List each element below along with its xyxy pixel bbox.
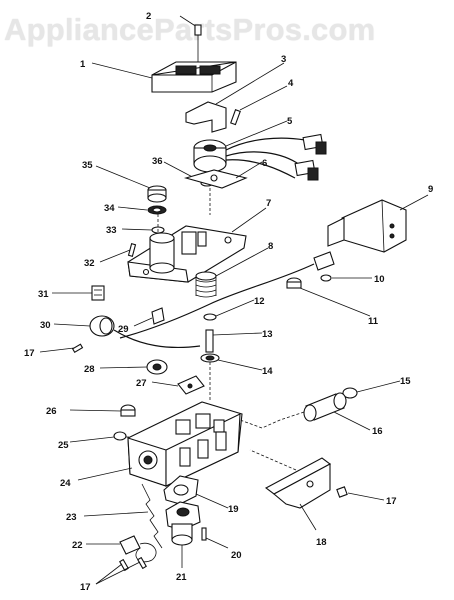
part-34-washer <box>117 205 167 215</box>
callout-17-left: 17 <box>24 348 35 359</box>
part-11-nut <box>286 277 371 317</box>
part-20-screw <box>201 527 229 549</box>
part-5-coil <box>193 120 327 181</box>
part-17-screws-bottom <box>95 556 147 585</box>
part-9-bracket <box>327 194 429 253</box>
callout-16: 16 <box>372 426 383 437</box>
callout-33: 33 <box>106 225 117 236</box>
part-13-pin <box>205 329 263 353</box>
part-35-knob <box>95 165 167 203</box>
callout-34: 34 <box>104 203 115 214</box>
part-16-valve <box>303 392 371 431</box>
callout-30: 30 <box>40 320 51 331</box>
part-32-screw <box>99 243 137 263</box>
part-31-clip <box>52 285 105 301</box>
part-26-fitting <box>69 404 136 417</box>
callout-11: 11 <box>368 316 379 327</box>
callout-25: 25 <box>58 440 69 451</box>
watermark-logo: AppliancePartsPros.com <box>4 12 376 47</box>
part-4-screw <box>230 85 288 126</box>
callout-31: 31 <box>38 289 49 300</box>
callout-10: 10 <box>374 274 385 285</box>
part-30-bulb <box>53 315 201 349</box>
part-10-fitting <box>313 251 372 282</box>
callout-14: 14 <box>262 366 273 377</box>
callout-7: 7 <box>266 198 271 209</box>
part-29-clip <box>133 307 165 327</box>
part-14-seat <box>200 353 263 400</box>
part-1-cover <box>91 61 237 93</box>
part-17-screw-right <box>336 486 385 501</box>
thermocouple-tube <box>119 263 315 339</box>
part-19-gasket <box>163 475 229 509</box>
callout-32: 32 <box>84 258 95 269</box>
callout-15: 15 <box>400 376 411 387</box>
callout-23: 23 <box>66 512 77 523</box>
part-12-washer <box>203 299 255 321</box>
callout-36: 36 <box>152 156 163 167</box>
part-8-spring <box>195 247 269 298</box>
callout-5: 5 <box>287 116 293 127</box>
part-28-gasket <box>99 359 168 375</box>
callout-21: 21 <box>176 572 187 583</box>
callout-26: 26 <box>46 406 57 417</box>
callout-17-right: 17 <box>386 496 397 507</box>
part-27-bracket <box>151 375 205 395</box>
callout-19: 19 <box>228 504 239 515</box>
callout-35: 35 <box>82 160 93 171</box>
callout-13: 13 <box>262 329 273 340</box>
callout-4: 4 <box>288 78 294 89</box>
callout-22: 22 <box>72 540 83 551</box>
callout-2: 2 <box>146 11 151 22</box>
callout-1: 1 <box>80 59 86 70</box>
callout-27: 27 <box>136 378 147 389</box>
callout-6: 6 <box>262 158 267 169</box>
callout-29: 29 <box>118 324 129 335</box>
part-21-regulator <box>165 501 201 568</box>
callout-20: 20 <box>231 550 242 561</box>
part-23-spring-rod <box>83 483 163 549</box>
part-18-bracket <box>249 449 332 531</box>
dash-to-valve <box>239 411 305 429</box>
part-7-control-body <box>127 207 267 283</box>
callout-12: 12 <box>254 296 265 307</box>
part-6-plate <box>183 161 263 215</box>
callout-3: 3 <box>281 54 286 65</box>
callout-labels: 2 1 3 4 5 6 7 8 9 10 11 12 13 14 15 16 1… <box>24 11 433 593</box>
part-22-bracket <box>86 535 157 563</box>
part-3-bracket <box>185 62 285 133</box>
part-15-cap <box>342 380 401 399</box>
part-25-fitting <box>69 431 146 443</box>
callout-9: 9 <box>428 184 433 195</box>
callout-28: 28 <box>84 364 95 375</box>
callout-18: 18 <box>316 537 327 548</box>
callout-8: 8 <box>268 241 273 252</box>
part-2-screw <box>179 15 202 62</box>
callout-17-bottom: 17 <box>80 582 91 593</box>
part-17-screw-left <box>39 343 84 353</box>
part-24-valve-body <box>77 401 243 487</box>
callout-24: 24 <box>60 478 71 489</box>
